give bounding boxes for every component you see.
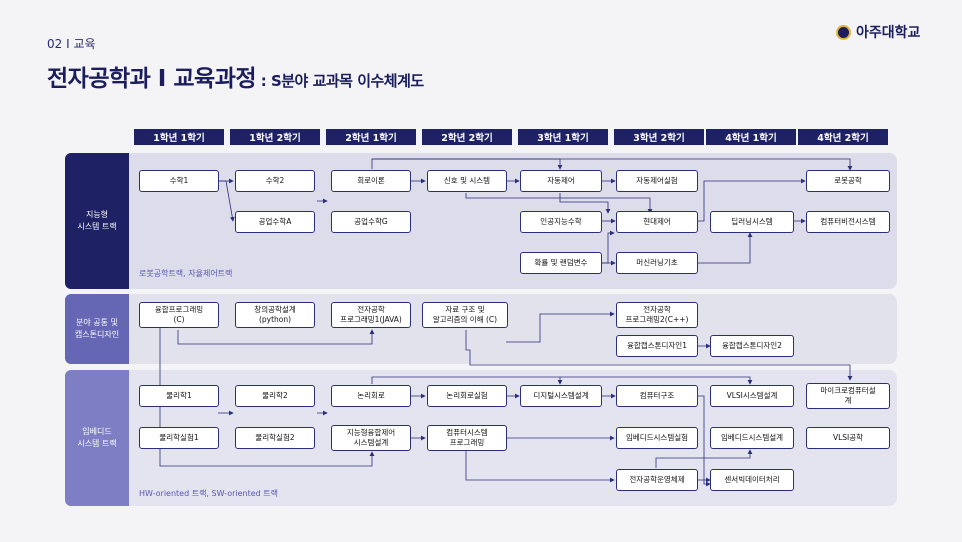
university-logo: 아주대학교 (836, 22, 920, 42)
arrow-modern-robotics (698, 178, 806, 222)
course-box[interactable]: VLSI시스템설계 (710, 385, 794, 407)
course-box[interactable]: 전자공학 프로그래밍1(JAVA) (331, 302, 411, 328)
arrow-ds-cpp (506, 311, 615, 343)
semester-header: 3학년 1학기 (518, 129, 608, 145)
arrow-to-robotics (372, 158, 853, 171)
page-title: 전자공학과 I 교육과정 : S분야 교과목 이수체계도 (47, 59, 424, 93)
semester-header: 4학년 2학기 (798, 129, 888, 145)
course-box[interactable]: 융합캡스톤디자인2 (710, 335, 794, 357)
course-box[interactable]: 머신러닝기초 (616, 252, 698, 274)
course-box[interactable]: 논리회로 (331, 385, 411, 407)
semester-header: 1학년 2학기 (230, 129, 320, 145)
semester-header: 4학년 1학기 (706, 129, 796, 145)
arrow-to-vlsi (560, 376, 753, 385)
course-box[interactable]: 센서빅데이터처리 (710, 469, 794, 491)
course-box[interactable]: 신호 및 시스템 (427, 170, 507, 192)
course-box[interactable]: 융합프로그래밍 (C) (139, 302, 219, 328)
course-box[interactable]: 공업수학A (235, 211, 315, 233)
semester-header: 2학년 2학기 (422, 129, 512, 145)
course-box[interactable]: 자동제어실험 (616, 170, 698, 192)
course-box[interactable]: 융합캡스톤디자인1 (616, 335, 698, 357)
track-label-embedded: 임베디드 시스템 트랙 (65, 370, 129, 506)
course-box[interactable]: 물리학2 (235, 385, 315, 407)
semester-header: 1학년 1학기 (134, 129, 224, 145)
course-box[interactable]: 확률 및 랜덤변수 (520, 252, 602, 274)
arrow-control-modern (559, 193, 611, 214)
course-box[interactable]: 로봇공학 (806, 170, 890, 192)
course-box[interactable]: 컴퓨터비전시스템 (806, 211, 890, 233)
arrow-circuit-control (371, 158, 563, 170)
course-box[interactable]: 현대제어 (616, 211, 698, 233)
arrow-os-embdesign (655, 449, 753, 468)
course-box[interactable]: 자료 구조 및 알고리즘의 이해 (C) (422, 302, 508, 328)
course-box[interactable]: 디지털시스템설계 (520, 385, 602, 407)
course-box[interactable]: 물리학1 (139, 385, 219, 407)
semester-header: 2학년 1학기 (326, 129, 416, 145)
course-box[interactable]: 임베디드시스템실험 (616, 427, 698, 449)
arrow-math1-engmatha (218, 180, 235, 222)
course-box[interactable]: 자동제어 (520, 170, 602, 192)
arrow-c-java (177, 329, 375, 345)
course-box[interactable]: 컴퓨터시스템 프로그래밍 (427, 425, 507, 451)
course-box[interactable]: 수학1 (139, 170, 219, 192)
course-box[interactable]: 임베디드시스템설계 (710, 427, 794, 449)
course-box[interactable]: 인공지능수학 (520, 211, 602, 233)
logo-text: 아주대학교 (856, 25, 921, 41)
track-label-intelligent: 지능형 시스템 트랙 (65, 153, 129, 289)
course-box[interactable]: 물리학실험2 (235, 427, 315, 449)
page-title-main: 전자공학과 I 교육과정 (47, 66, 257, 92)
arrow-signals-modern (465, 193, 653, 214)
course-box[interactable]: 창의공학설계 (python) (235, 302, 315, 328)
arrow-ml-dl (698, 232, 753, 264)
arrow-ds-micro (465, 330, 853, 381)
course-box[interactable]: VLSI공학 (806, 427, 890, 449)
course-box[interactable]: 회로이론 (331, 170, 411, 192)
arrow-logic-digital (371, 376, 563, 385)
course-box[interactable]: 공업수학G (331, 211, 411, 233)
page-title-sub: : S분야 교과목 이수체계도 (256, 72, 424, 90)
course-box[interactable]: 마이크로컴퓨터설 계 (806, 383, 890, 409)
track-note-embedded: HW-oriented 트랙, SW-oriented 트랙 (139, 489, 279, 498)
course-box[interactable]: 컴퓨터구조 (616, 385, 698, 407)
university-seal-icon (836, 24, 851, 40)
track-note-intelligent: 로봇공학트랙, 자율제어트랙 (139, 269, 233, 278)
course-box[interactable]: 물리학실험1 (139, 427, 219, 449)
arrow-prob-ml (602, 230, 615, 264)
track-label-common: 분야 공통 및 캡스톤디자인 (65, 294, 129, 364)
section-label: 02 I 교육 (47, 37, 96, 51)
course-box[interactable]: 지능형융합제어 시스템설계 (331, 425, 411, 451)
arrow-arch-sensor (698, 395, 711, 487)
course-box[interactable]: 전자공학운영체제 (616, 469, 698, 491)
course-box[interactable]: 수학2 (235, 170, 315, 192)
course-box[interactable]: 논리회로실험 (427, 385, 507, 407)
semester-header: 3학년 2학기 (614, 129, 704, 145)
course-box[interactable]: 전자공학 프로그래밍2(C++) (616, 302, 698, 328)
course-box[interactable]: 딥러닝시스템 (710, 211, 794, 233)
arrow-comp-os (465, 450, 615, 483)
